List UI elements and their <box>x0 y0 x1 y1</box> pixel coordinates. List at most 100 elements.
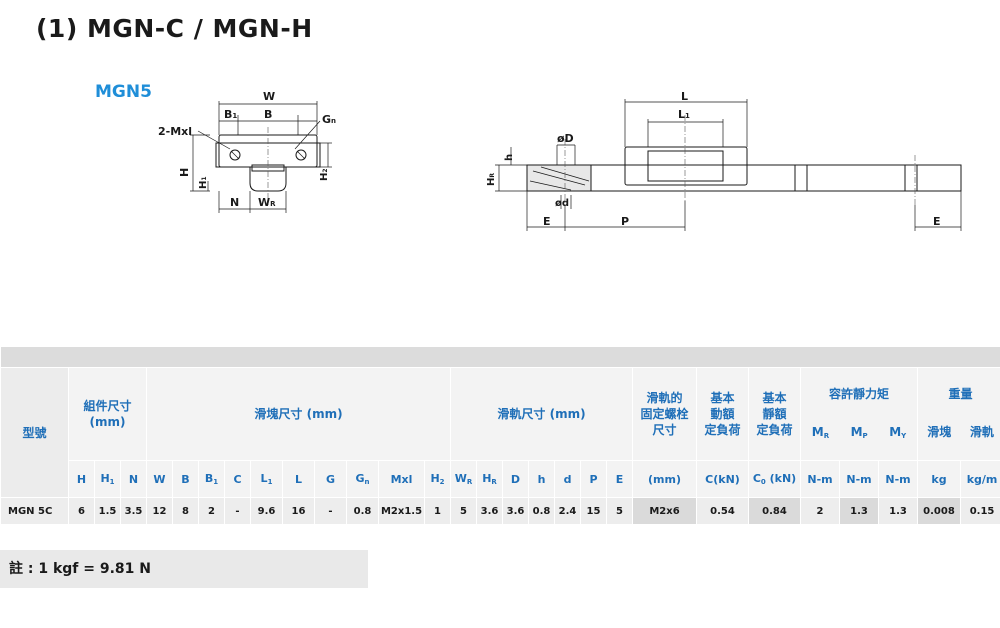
group-assembly: 組件尺寸(mm) <box>68 367 147 461</box>
dim-WR: WR <box>258 196 276 209</box>
col-header-2: N <box>120 460 147 498</box>
col-header-9: G <box>314 460 347 498</box>
col-header-16: h <box>528 460 555 498</box>
cell-25: 1.3 <box>839 497 879 525</box>
cell-21: M2x6 <box>632 497 697 525</box>
cell-16: 3.6 <box>502 497 529 525</box>
col-header-23: N-m <box>800 460 840 498</box>
cell-22: 0.54 <box>696 497 749 525</box>
cell-3: 3.5 <box>120 497 147 525</box>
moment-sub-R: MR <box>811 425 830 440</box>
cell-17: 0.8 <box>528 497 555 525</box>
cell-8: 9.6 <box>250 497 283 525</box>
dim-H2: H2 <box>319 168 330 181</box>
col-header-13: WR <box>450 460 477 498</box>
moment-sub-P: MP <box>850 425 868 440</box>
model-label: MGN5 <box>95 82 152 102</box>
col-header-6: C <box>224 460 251 498</box>
cell-9: 16 <box>282 497 315 525</box>
cell-6: 2 <box>198 497 225 525</box>
col-header-25: N-m <box>878 460 918 498</box>
dim-d: ød <box>555 198 569 209</box>
cell-26: 1.3 <box>878 497 918 525</box>
col-header-21: C(kN) <box>696 460 749 498</box>
cell-11: 0.8 <box>346 497 379 525</box>
dim-HR: HR <box>486 173 497 186</box>
cell-13: 1 <box>424 497 451 525</box>
dim-E-right: E <box>933 215 941 228</box>
cell-24: 2 <box>800 497 840 525</box>
col-header-18: P <box>580 460 607 498</box>
col-header-12: H2 <box>424 460 451 498</box>
group-rail: 滑軌尺寸 (mm) <box>450 367 633 461</box>
group-static-load: 基本靜額定負荷 <box>748 367 801 461</box>
cell-1: 6 <box>68 497 95 525</box>
cell-28: 0.15 <box>959 497 1000 525</box>
cell-model: MGN 5C <box>0 497 69 525</box>
col-header-14: HR <box>476 460 503 498</box>
dim-W: W <box>263 90 275 103</box>
dim-H: H <box>178 168 191 177</box>
dim-H1: H1 <box>198 176 209 189</box>
dim-Mxl: 2-Mxl <box>158 125 192 138</box>
cell-7: - <box>224 497 251 525</box>
cell-10: - <box>314 497 347 525</box>
col-header-10: Gn <box>346 460 379 498</box>
col-header-4: B <box>172 460 199 498</box>
dim-B1: B1 <box>224 108 237 121</box>
col-header-11: Mxl <box>378 460 425 498</box>
dim-L: L <box>681 90 688 103</box>
dim-Gn: Gn <box>322 113 336 126</box>
col-header-1: H1 <box>94 460 121 498</box>
col-header-7: L1 <box>250 460 283 498</box>
footnote: 註 : 1 kgf = 9.81 N <box>0 550 368 588</box>
col-header-20: (mm) <box>632 460 697 498</box>
col-header-24: N-m <box>839 460 879 498</box>
cell-27: 0.008 <box>917 497 961 525</box>
dim-P: P <box>621 215 629 228</box>
col-header-27: kg/m <box>959 460 1000 498</box>
cell-5: 8 <box>172 497 199 525</box>
weight-sub-1: 滑軌 <box>969 425 994 439</box>
dim-B: B <box>264 108 272 121</box>
cell-19: 15 <box>580 497 607 525</box>
group-weight: 重量 滑塊滑軌 <box>916 367 1000 461</box>
dim-L1: L1 <box>678 108 690 121</box>
col-header-26: kg <box>917 460 961 498</box>
dim-D: øD <box>557 132 574 145</box>
page-title: (1) MGN-C / MGN-H <box>36 14 313 43</box>
col-header-5: B1 <box>198 460 225 498</box>
cell-20: 5 <box>606 497 633 525</box>
col-header-3: W <box>146 460 173 498</box>
cross-section-drawing: W B1 B Gn 2-Mxl H H1 H2 N WR <box>158 90 336 213</box>
col-header-0: H <box>68 460 95 498</box>
table-top-band <box>0 346 1000 368</box>
moment-sub-Y: MY <box>889 425 907 440</box>
spec-table: 型號 組件尺寸(mm) 滑塊尺寸 (mm) 滑軌尺寸 (mm) 滑軌的固定螺栓尺… <box>0 346 1000 525</box>
dim-E-left: E <box>543 215 551 228</box>
col-header-17: d <box>554 460 581 498</box>
cell-14: 5 <box>450 497 477 525</box>
cell-2: 1.5 <box>94 497 121 525</box>
col-header-8: L <box>282 460 315 498</box>
cell-23: 0.84 <box>748 497 801 525</box>
cell-4: 12 <box>146 497 173 525</box>
weight-sub-0: 滑塊 <box>927 425 952 439</box>
group-bolt: 滑軌的固定螺栓尺寸 <box>632 367 697 461</box>
cell-15: 3.6 <box>476 497 503 525</box>
col-header-22: C0 (kN) <box>748 460 801 498</box>
group-dynamic-load: 基本動額定負荷 <box>696 367 749 461</box>
table-group-header-row: 型號 組件尺寸(mm) 滑塊尺寸 (mm) 滑軌尺寸 (mm) 滑軌的固定螺栓尺… <box>0 367 1000 498</box>
cell-12: M2x1.5 <box>378 497 425 525</box>
group-block: 滑塊尺寸 (mm) <box>146 367 451 461</box>
col-header-19: E <box>606 460 633 498</box>
col-model: 型號 <box>0 367 69 498</box>
side-view-drawing: L L1 øD h HR ød E P E <box>486 90 962 231</box>
dim-N: N <box>230 196 239 209</box>
col-header-15: D <box>502 460 529 498</box>
cell-18: 2.4 <box>554 497 581 525</box>
dim-h: h <box>504 154 515 161</box>
